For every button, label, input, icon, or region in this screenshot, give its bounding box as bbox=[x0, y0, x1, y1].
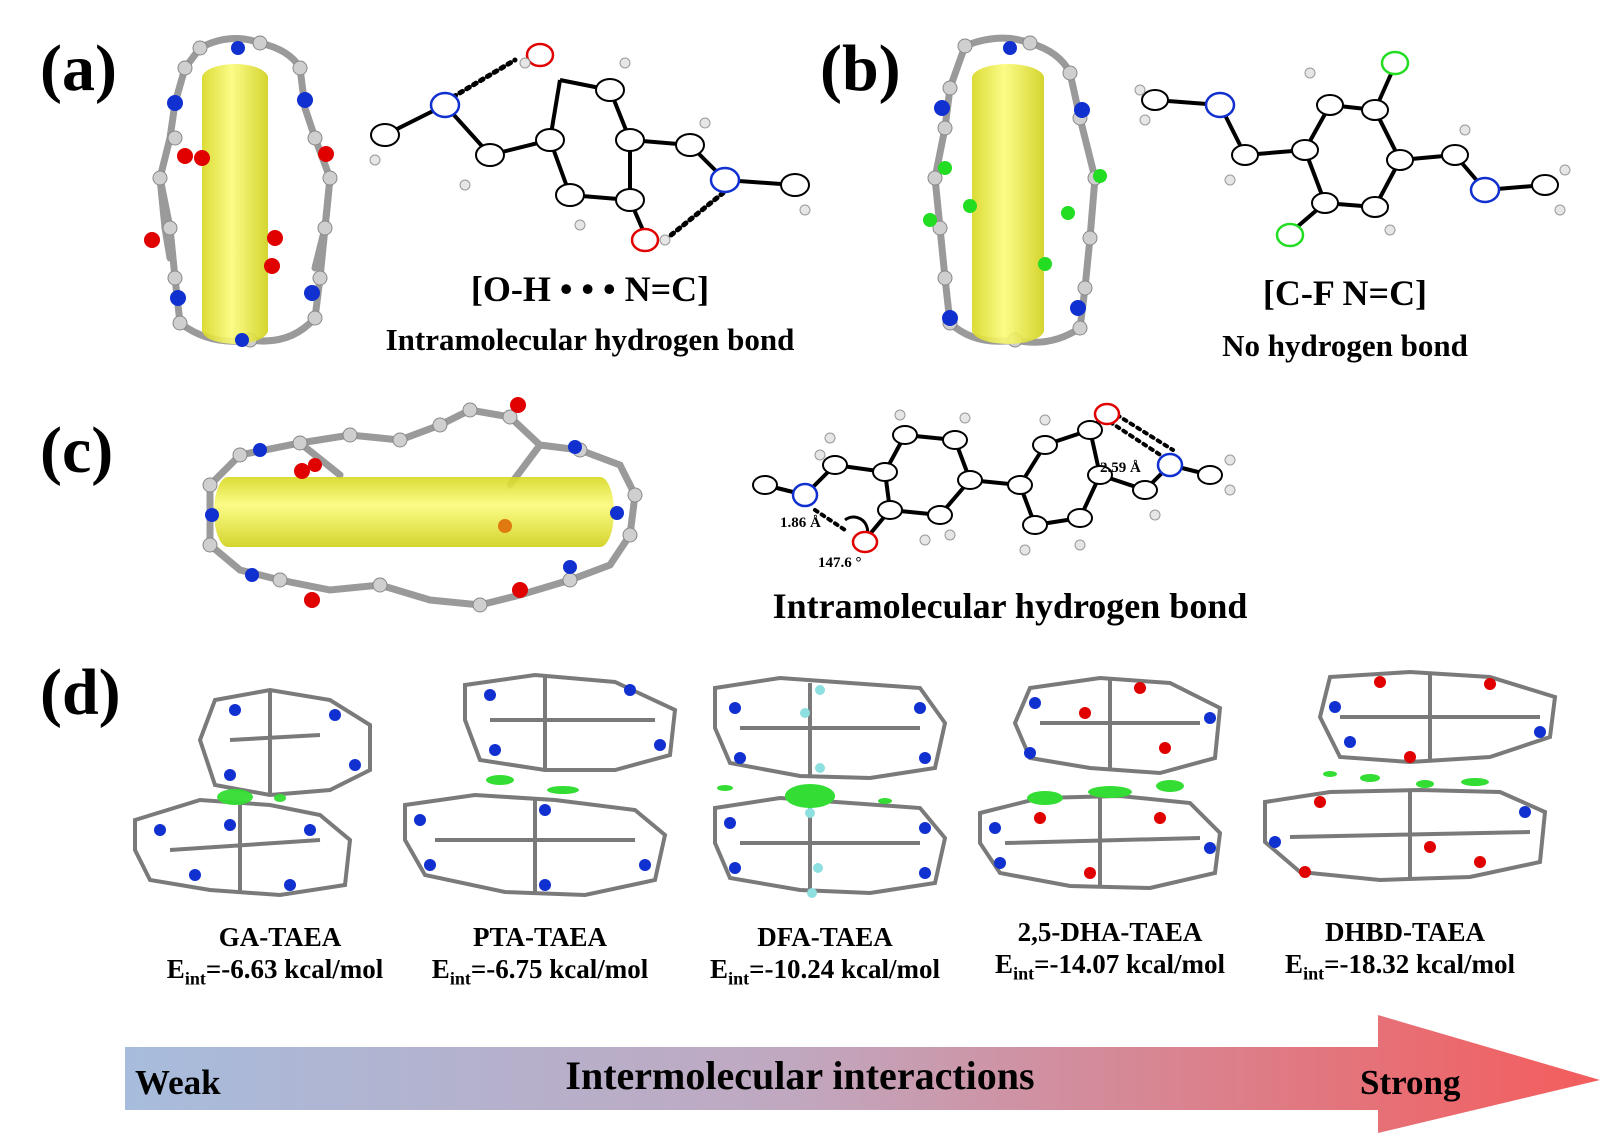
panel-b-label: (b) bbox=[820, 32, 901, 105]
dimer-25-dha-taea bbox=[978, 675, 1223, 891]
system-energy-4: Eint=-14.07 kcal/mol bbox=[995, 949, 1225, 984]
system-name-3: DFA-TAEA bbox=[757, 922, 893, 952]
panel-d-label: (d) bbox=[40, 656, 121, 729]
system-energy-5: Eint=-18.32 kcal/mol bbox=[1285, 949, 1515, 984]
hbond-angle: 147.6 ° bbox=[818, 555, 862, 571]
system-name-1: GA-TAEA bbox=[218, 922, 342, 952]
system-name-2: PTA-TAEA bbox=[473, 922, 607, 952]
system-energy-1: Eint=-6.63 kcal/mol bbox=[166, 954, 384, 989]
system-energy-2: Eint=-6.75 kcal/mol bbox=[431, 954, 649, 989]
system-energy-3: Eint=-10.24 kcal/mol bbox=[710, 954, 940, 989]
cage-structure-a bbox=[144, 35, 338, 348]
dimer-dfa-taea bbox=[713, 675, 948, 898]
caption-b: No hydrogen bond bbox=[1222, 328, 1468, 363]
panel-a-label: (a) bbox=[40, 32, 117, 105]
system-name-5: DHBD-TAEA bbox=[1324, 917, 1485, 947]
dimer-ga-taea bbox=[133, 687, 372, 898]
hbond-distance-1: 1.86 Å bbox=[780, 515, 821, 531]
dimer-dhbd-taea bbox=[1263, 669, 1558, 883]
ortep-structure-c bbox=[752, 402, 1236, 556]
caption-c: Intramolecular hydrogen bond bbox=[772, 586, 1248, 626]
hbond-distance-2: 2.59 Å bbox=[1100, 460, 1141, 476]
cage-structure-b bbox=[923, 34, 1107, 348]
scale-strong-label: Strong bbox=[1360, 1063, 1461, 1102]
bond-type-b: [C-F N=C] bbox=[1262, 273, 1428, 313]
caption-a: Intramolecular hydrogen bond bbox=[385, 322, 795, 357]
dimer-pta-taea bbox=[403, 672, 678, 898]
ortep-structure-b bbox=[1134, 50, 1571, 248]
cage-structure-c bbox=[202, 397, 643, 613]
scale-title: Intermolecular interactions bbox=[565, 1053, 1035, 1098]
system-name-4: 2,5-DHA-TAEA bbox=[1017, 917, 1203, 947]
ortep-structure-a bbox=[369, 42, 811, 253]
panel-c-label: (c) bbox=[40, 414, 114, 487]
bond-type-a: [O-H • • • N=C] bbox=[470, 269, 710, 309]
scale-weak-label: Weak bbox=[135, 1063, 221, 1102]
